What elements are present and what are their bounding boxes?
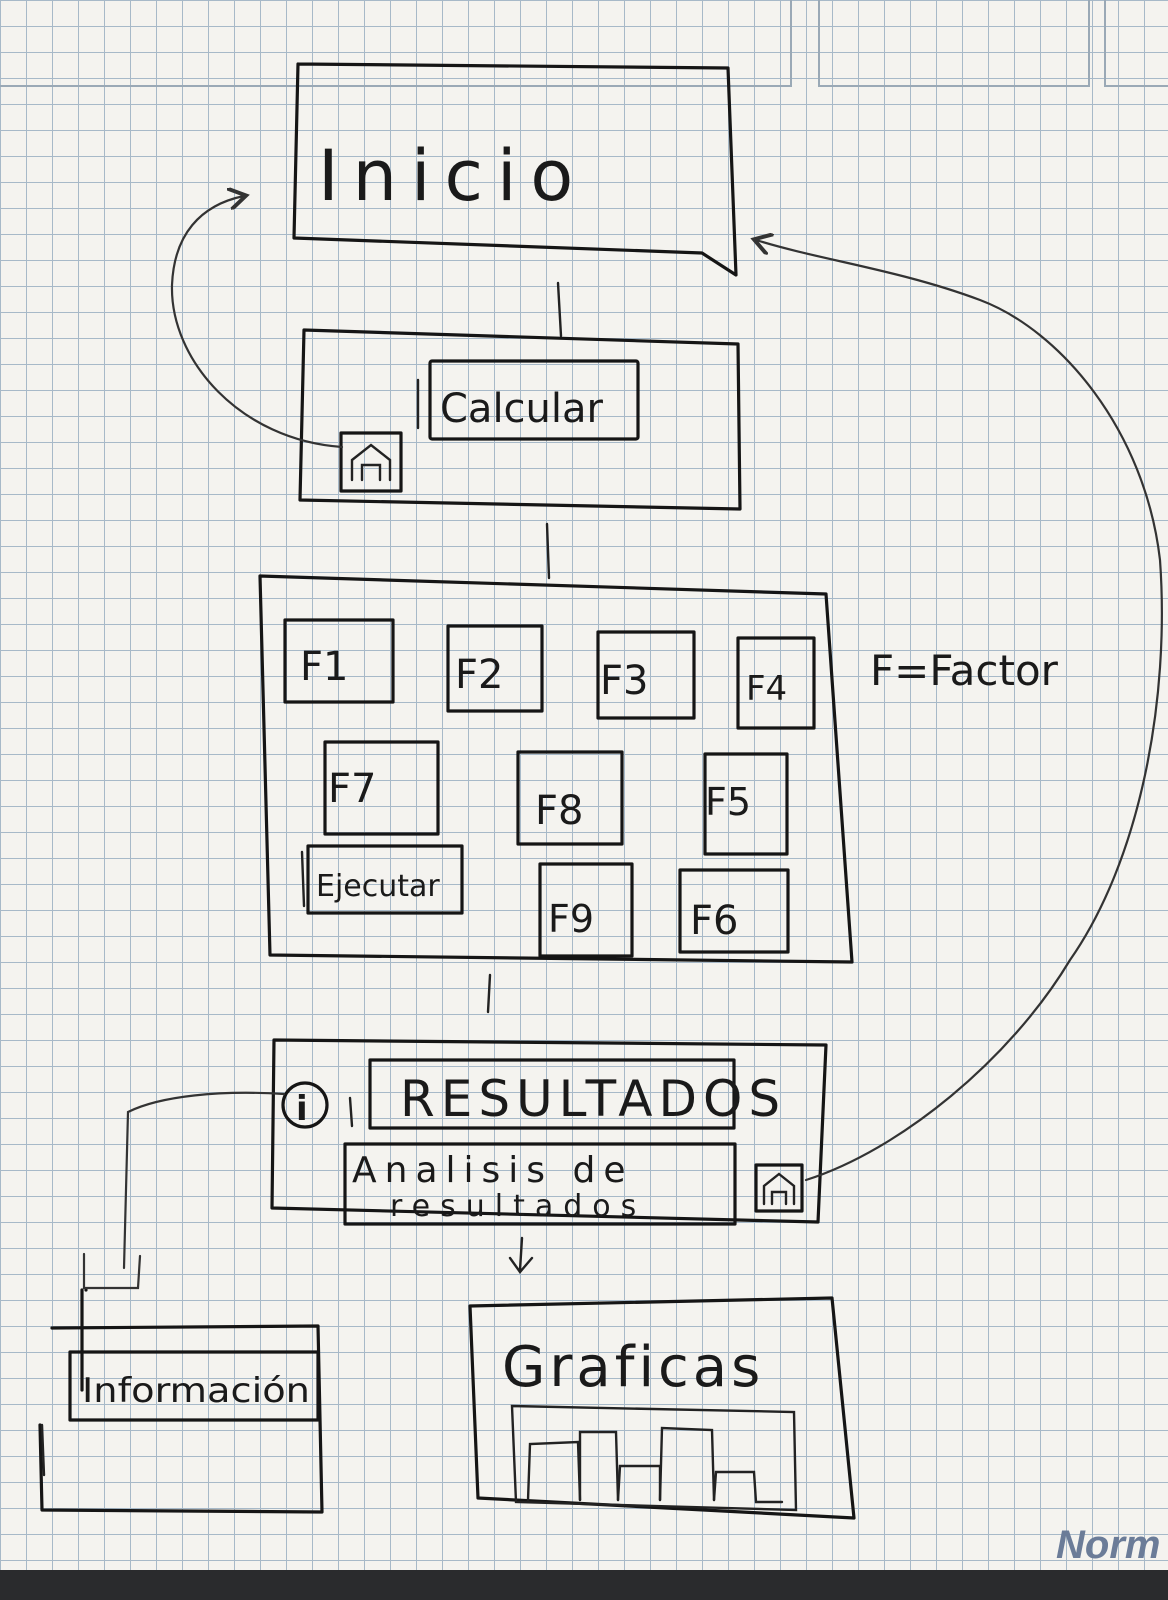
- factor-f6[interactable]: F6: [678, 868, 790, 954]
- calcular-button-label: Calcular: [440, 386, 604, 432]
- resultados-title-box: RESULTADOS: [348, 1058, 786, 1130]
- home-icon[interactable]: [754, 1163, 804, 1213]
- resultados-screen: i RESULTADOS Analisis de resultados: [270, 1038, 828, 1226]
- page-edge: [0, 1570, 1168, 1600]
- notebook-tab-1: [0, 0, 792, 87]
- svg-text:F3: F3: [600, 658, 648, 704]
- inicio-screen: Inicio: [292, 62, 738, 277]
- graficas-screen: Graficas: [468, 1296, 856, 1520]
- informacion-label: Información: [82, 1371, 310, 1411]
- info-icon[interactable]: i: [281, 1081, 329, 1129]
- svg-text:F6: F6: [690, 898, 738, 944]
- analisis-label-line1: Analisis de: [352, 1150, 633, 1191]
- svg-text:F2: F2: [455, 652, 503, 698]
- ejecutar-button-label: Ejecutar: [316, 869, 440, 904]
- factor-f3[interactable]: F3: [596, 630, 696, 720]
- inicio-title: Inicio: [318, 135, 587, 217]
- svg-text:F5: F5: [705, 780, 751, 824]
- svg-text:F9: F9: [548, 897, 594, 941]
- factor-f4[interactable]: F4: [736, 636, 816, 730]
- resultados-title: RESULTADOS: [400, 1070, 786, 1128]
- svg-text:F1: F1: [300, 644, 348, 690]
- factor-f1[interactable]: F1: [283, 618, 395, 704]
- legend-text: F=Factor: [870, 646, 1059, 695]
- svg-text:F4: F4: [746, 669, 787, 709]
- graficas-title: Graficas: [502, 1335, 764, 1400]
- svg-text:F7: F7: [328, 766, 376, 812]
- factor-f7[interactable]: F7: [323, 740, 440, 836]
- informacion-label-box[interactable]: Información: [68, 1350, 320, 1422]
- analisis-label-line2: resultados: [390, 1189, 646, 1224]
- arrow-resultados-to-inicio: [756, 240, 1163, 1182]
- calcular-screen: Calcular: [298, 328, 742, 511]
- arrow-calcular-to-inicio: [170, 196, 344, 449]
- bar-chart-icon: [510, 1404, 798, 1512]
- brand-logo: Norm: [1056, 1523, 1160, 1567]
- calcular-button[interactable]: Calcular: [416, 359, 640, 441]
- ejecutar-button[interactable]: Ejecutar: [300, 844, 464, 915]
- arrow-info-to-informacion: [82, 1091, 286, 1290]
- home-icon[interactable]: [339, 431, 403, 493]
- notebook-tab-2: [818, 0, 1090, 87]
- svg-text:i: i: [296, 1089, 308, 1129]
- factor-f2[interactable]: F2: [446, 624, 544, 713]
- factor-f8[interactable]: F8: [516, 750, 624, 846]
- analisis-button[interactable]: Analisis de resultados: [343, 1142, 737, 1226]
- informacion-screen: Información: [38, 1288, 324, 1514]
- factor-f9[interactable]: F9: [538, 862, 634, 958]
- svg-text:F8: F8: [535, 788, 583, 834]
- factor-f5[interactable]: F5: [703, 752, 789, 856]
- notebook-tab-3: [1104, 0, 1168, 87]
- factores-screen: F1 F2 F3 F4 F7 F8 F5 Ejecutar: [258, 574, 854, 964]
